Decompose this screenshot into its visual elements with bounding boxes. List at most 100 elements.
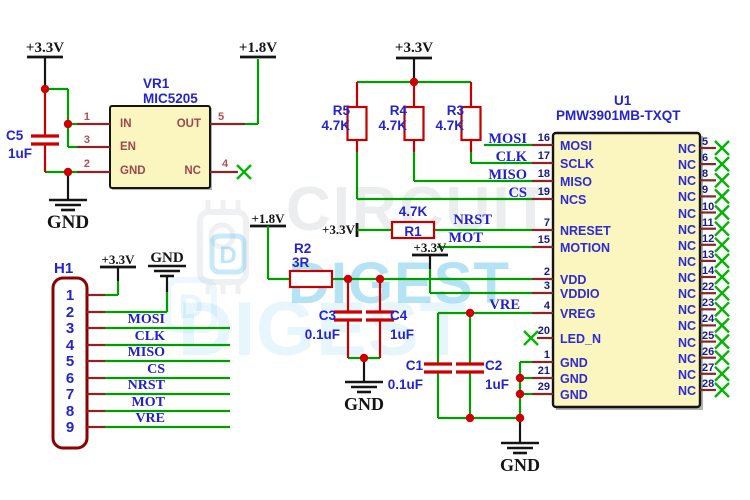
vr1-pin-name-in: IN [120,118,132,130]
power-1v8-label: +1.8V [238,40,278,56]
net-label-miso: MISO [488,167,527,183]
resistor-ref: R5 [332,103,350,118]
vr1-pin-num: 1 [83,111,90,123]
u1-pin-number: 2 [543,266,550,278]
net-label-miso: MISO [127,345,165,360]
net-label-vre: VRE [135,411,165,426]
net-label-mosi: MOSI [488,131,527,147]
u1-pin-number: 23 [702,297,715,310]
u1-pin-number: 18 [537,168,550,180]
u1-pin-name-nc: NC [677,367,696,382]
vr1-ref: VR1 [143,76,170,91]
power-3v3-label: +3.3V [413,240,447,255]
h1-pin-number: 3 [65,320,75,337]
u1-pin-name-gnd: GND [560,356,588,370]
net-label-nrst: NRST [453,212,492,228]
u1-pin-name-nc: NC [677,142,696,156]
no-connect-x-icon [714,269,730,285]
gnd-label: GND [500,455,540,475]
junction-dot [359,353,369,363]
c3-val: 0.1uF [304,327,340,342]
no-connect-x-icon [714,204,730,221]
junction-dot [515,373,525,383]
c3-ref: C3 [318,308,336,323]
u1-pin-number: 4 [543,300,550,312]
net-label-cs: CS [508,185,527,201]
u1-pin-number: 14 [702,265,715,277]
u1-pin-name-led_n: LED_N [560,332,601,346]
u1-pin-number: 21 [537,365,550,377]
h1-pin-number: 7 [65,386,75,403]
no-connect-x-icon [714,236,730,253]
no-connect-x-icon [714,301,730,318]
h1-pin-number: 2 [65,304,75,321]
power-1v8-label: +1.8V [251,211,285,226]
gnd-symbol [501,441,539,455]
vr1-pin-name-out: OUT [176,118,201,130]
u1-pin-name-nc: NC [677,206,696,221]
vr1-pin-num: 4 [222,158,229,170]
no-connect-x-icon [236,164,252,180]
vr1-pin-name-en: EN [120,141,136,153]
no-connect-x-icon [714,333,730,350]
u1-pin-name-nc: NC [677,384,696,398]
u1-pin-name-nc: NC [677,271,696,285]
h1-ref: H1 [54,260,74,277]
u1-pin-number: 20 [537,325,550,337]
resistor-val: 4.7K [435,118,464,133]
no-connect-x-icon [714,382,730,398]
svg-text:D: D [219,242,236,269]
u1-pin-name-nc: NC [677,190,696,205]
u1-pin-name-nc: NC [677,303,696,318]
u1-pin-name-nc: NC [677,287,696,302]
net-label-cs: CS [147,362,165,377]
u1-pin-name-nc: NC [677,351,696,366]
vr1-part: MIC5205 [143,91,198,106]
h1-pin-number: 1 [65,287,75,304]
h1-body [51,276,89,450]
r1-ref: R1 [404,224,422,239]
u1-pin-name-nc: NC [677,222,696,237]
u1-pin-name-nc: NC [677,319,696,334]
vr1-pin-num: 3 [83,134,90,146]
vr1-pin-name-nc: NC [184,165,201,177]
no-connect-x-icon [714,188,730,205]
u1-pin-number: 6 [702,152,709,165]
u1-pin-name-ncs: NCS [560,193,587,207]
power-3v3-label: +3.3V [25,40,65,56]
c5-ref: C5 [6,128,24,143]
net-label-vre: VRE [489,297,520,313]
resistor-body [288,269,334,289]
gnd-symbol [345,380,383,394]
gnd-label: GND [46,212,90,233]
u1-pin-number: 19 [537,186,550,198]
h1-pin-number: 9 [65,419,75,436]
u1-pin-name-nc: NC [677,254,696,269]
u1-pin-name-motion: MOTION [560,241,610,255]
u1-pin-number: 28 [702,378,715,390]
watermark-d-logo-ghost: D [165,277,217,333]
h1-pin-number: 4 [65,337,75,354]
no-connect-x-icon [714,172,730,189]
u1-pin-number: 8 [702,168,709,181]
no-connect-x-icon [523,330,539,346]
c2-ref: C2 [485,358,503,373]
no-connect-x-icon [714,156,730,172]
net-label-clk: CLK [134,329,165,344]
junction-dot [375,274,385,284]
power-3v3-label: +3.3V [101,252,135,267]
watermark-chip-icon [197,200,249,294]
resistor-ref: R4 [389,103,407,118]
u1-pin-name-gnd: GND [560,372,588,386]
gnd-label: GND [150,250,184,266]
u1-pin-number: 22 [702,281,715,294]
no-connect-x-icon [714,317,730,334]
u1-pin-number: 29 [537,381,550,393]
svg-text:D: D [179,288,204,326]
resistor-val: 4.7K [378,118,407,133]
u1-pin-name-vreg: VREG [560,307,596,321]
u1-pin-number: 11 [702,216,714,229]
vr1-pin-num: 2 [83,158,90,170]
c4-val: 1uF [390,327,415,342]
